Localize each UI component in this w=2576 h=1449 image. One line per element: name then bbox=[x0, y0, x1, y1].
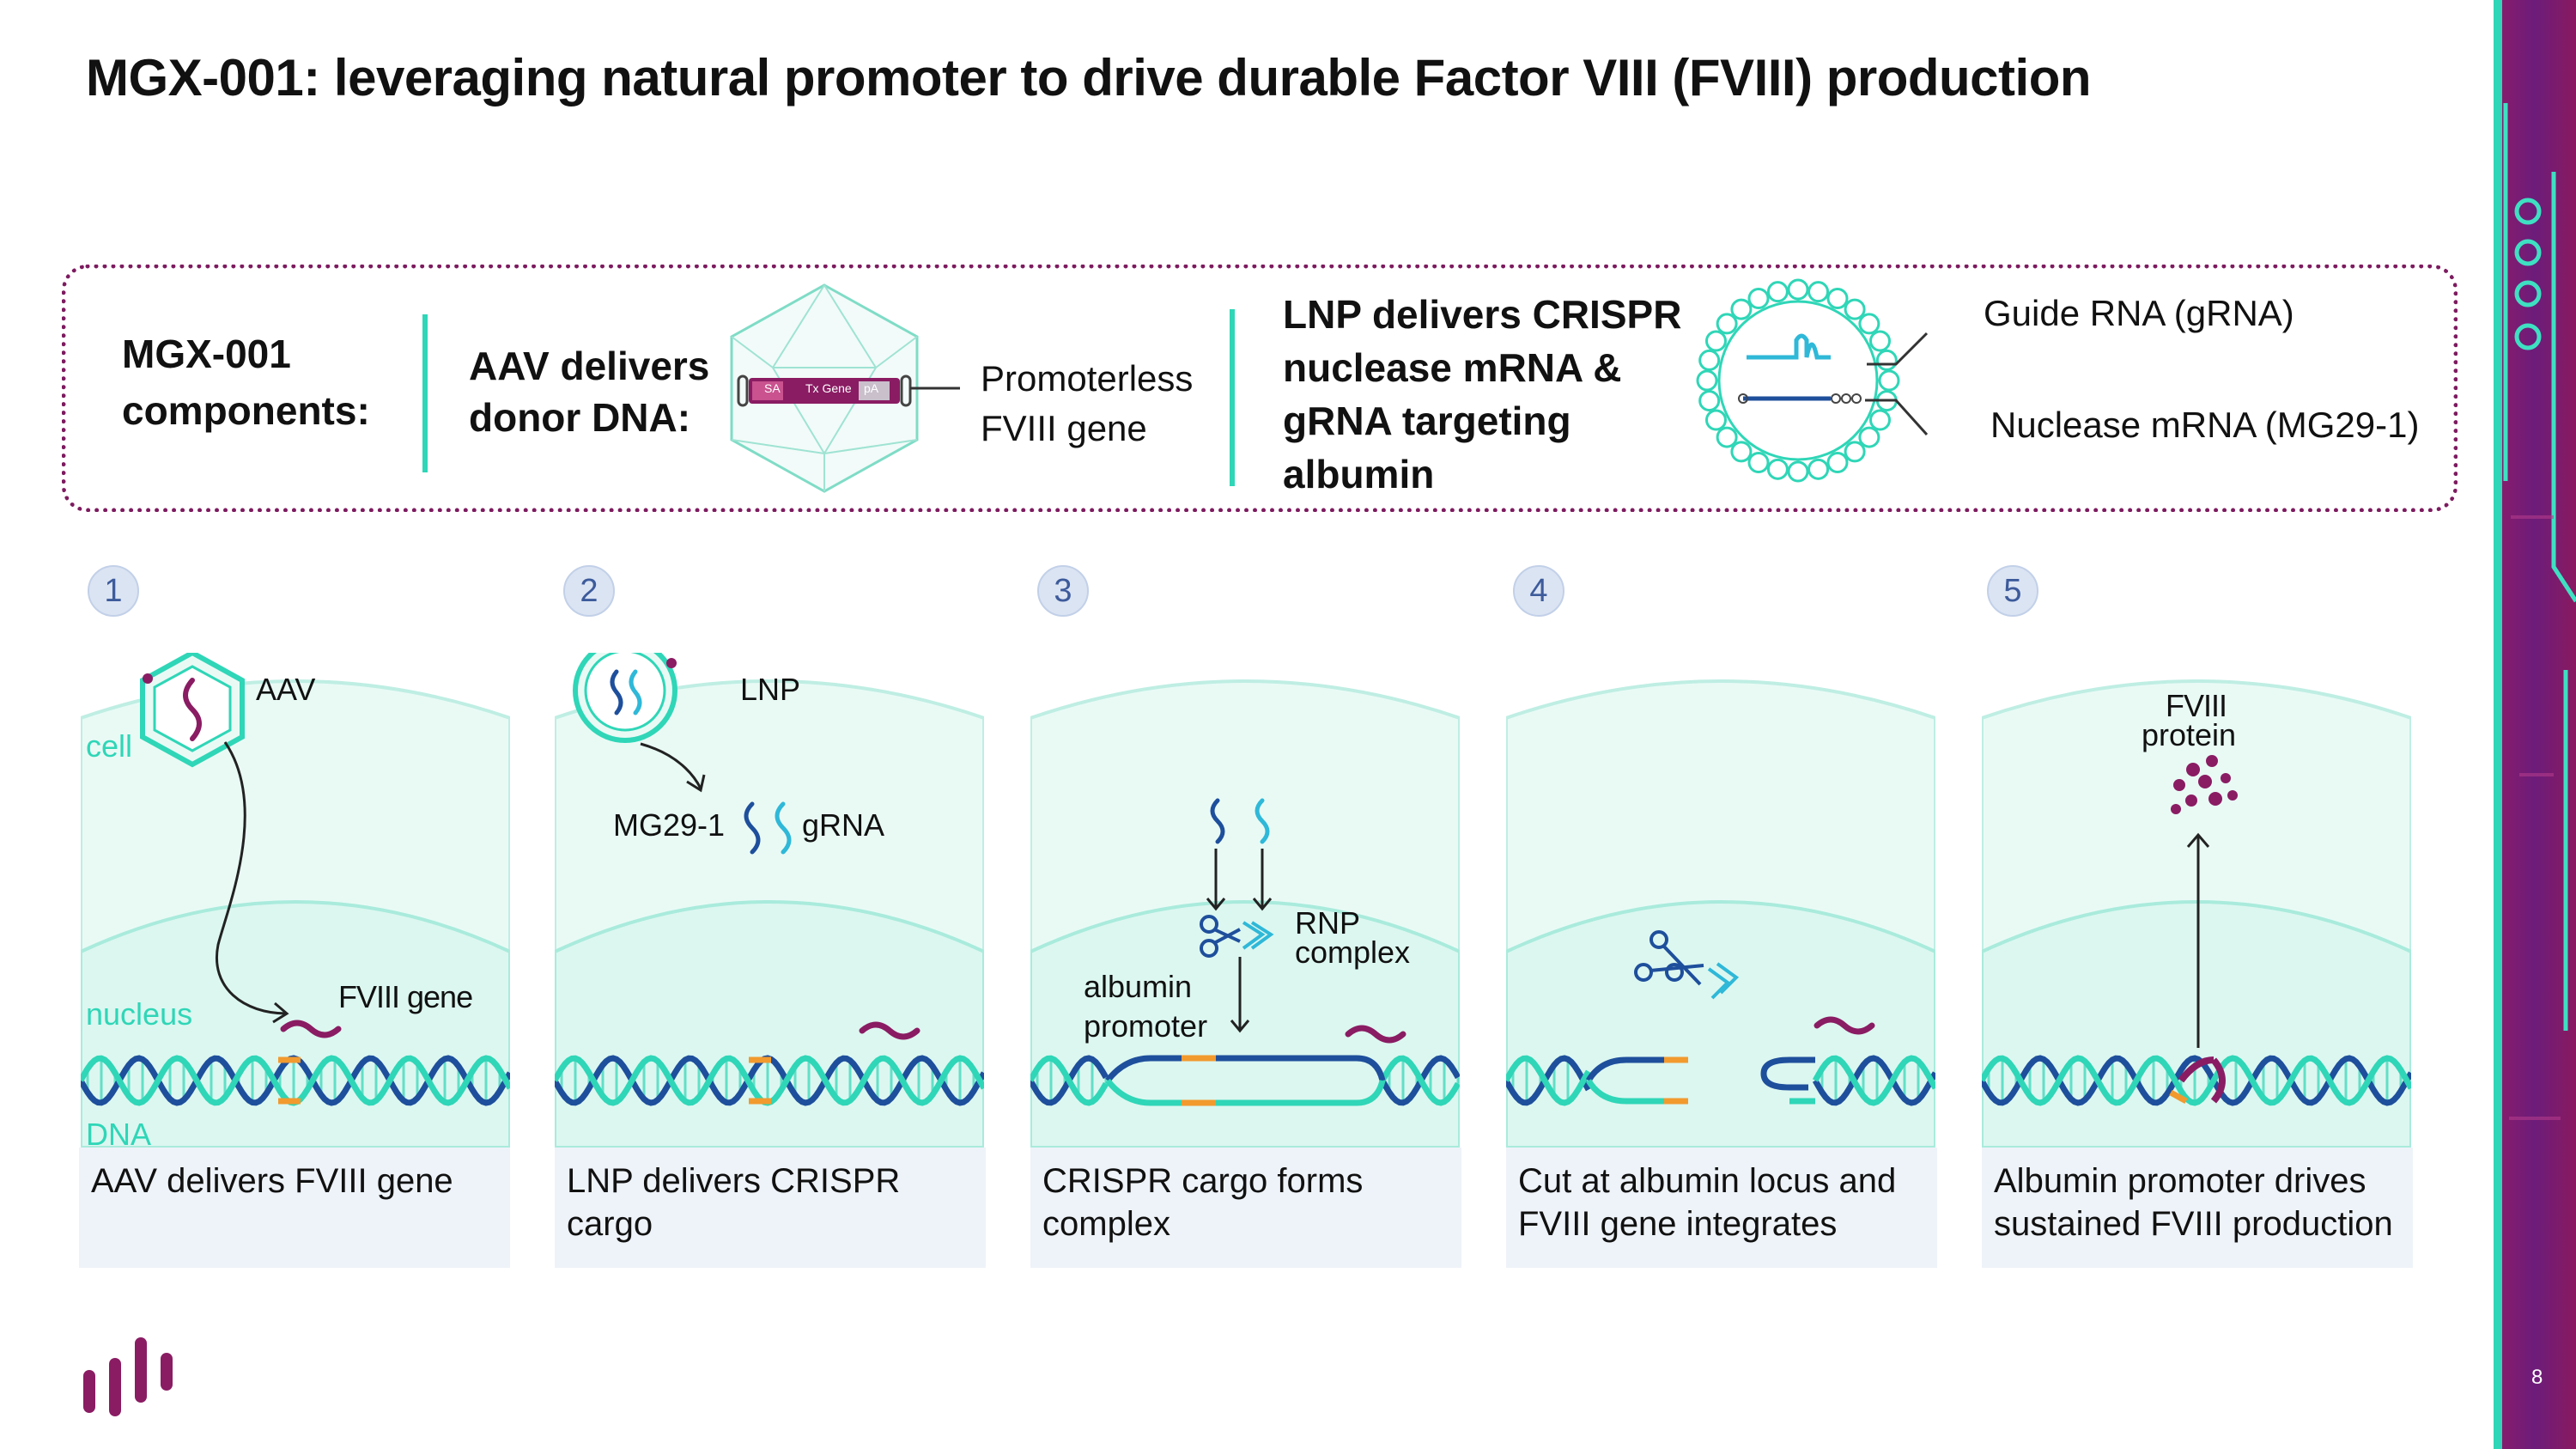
albumin-label-1: albumin bbox=[1084, 969, 1193, 1004]
nuclease-mrna-label: Nuclease mRNA (MG29-1) bbox=[1990, 405, 2420, 445]
caption-3-line-1: CRISPR cargo forms bbox=[1042, 1162, 1364, 1200]
scissors-icon-3 bbox=[1200, 915, 1274, 958]
step-panel-5: FVIII protein bbox=[1982, 653, 2411, 1148]
scissors-icon-4 bbox=[1634, 930, 1740, 1000]
step-panel-4 bbox=[1506, 653, 1935, 1148]
aav-label: AAV bbox=[256, 672, 316, 707]
step-number-2: 2 bbox=[563, 565, 615, 617]
caption-1-line-1: AAV delivers FVIII gene bbox=[91, 1162, 453, 1200]
caption-4-line-1: Cut at albumin locus and bbox=[1518, 1162, 1897, 1200]
cassette-pa-label: pA bbox=[864, 381, 879, 395]
lnp-heading-1: LNP delivers CRISPR bbox=[1283, 292, 1682, 337]
albumin-label-2: promoter bbox=[1084, 1008, 1208, 1044]
caption-5-line-1: Albumin promoter drives bbox=[1994, 1162, 2366, 1200]
step-caption-2: LNP delivers CRISPR cargo bbox=[555, 1148, 986, 1268]
cassette-sa-label: SA bbox=[764, 381, 781, 395]
divider-1 bbox=[422, 314, 428, 472]
company-logo-icon bbox=[83, 1337, 173, 1416]
lnp-heading-2: nuclease mRNA & bbox=[1283, 345, 1622, 390]
lnp-label: LNP bbox=[740, 672, 801, 707]
components-box bbox=[62, 265, 2458, 512]
lnp-particle-icon bbox=[1696, 278, 1929, 483]
step-caption-3: CRISPR cargo forms complex bbox=[1030, 1148, 1461, 1268]
gene-pointer-line bbox=[910, 387, 960, 390]
gene-label-2: FVIII gene bbox=[981, 408, 1147, 448]
cassette-tx-label: Tx Gene bbox=[805, 381, 852, 395]
fviii-protein-label-1: FVIII bbox=[2166, 688, 2227, 723]
slide-title: MGX-001: leveraging natural promoter to … bbox=[86, 49, 2092, 107]
lnp-heading-4: albumin bbox=[1283, 452, 1435, 496]
gene-label-1: Promoterless bbox=[981, 358, 1194, 399]
caption-2-line-2: cargo bbox=[567, 1205, 653, 1243]
dna-label: DNA bbox=[86, 1117, 152, 1148]
fviii-gene-label: FVIII gene bbox=[338, 979, 473, 1014]
fviii-protein-dots bbox=[2171, 755, 2238, 1048]
aav-capsid-icon bbox=[730, 283, 919, 493]
aav-heading-1: AAV delivers bbox=[469, 344, 710, 388]
rnp-label-1: RNP bbox=[1295, 905, 1361, 941]
step-number-1: 1 bbox=[88, 565, 139, 617]
aav-heading-2: donor DNA: bbox=[469, 395, 691, 440]
step-caption-1: AAV delivers FVIII gene bbox=[79, 1148, 510, 1268]
caption-3-line-2: complex bbox=[1042, 1205, 1170, 1243]
page-number: 8 bbox=[2531, 1366, 2543, 1389]
divider-2 bbox=[1230, 309, 1235, 486]
step-number-5: 5 bbox=[1987, 565, 2038, 617]
step-caption-5: Albumin promoter drives sustained FVIII … bbox=[1982, 1148, 2413, 1268]
components-heading-2: components: bbox=[122, 388, 370, 433]
cell-diagram-2 bbox=[555, 679, 984, 1148]
grna-label: gRNA bbox=[802, 807, 885, 843]
rnp-label-2: complex bbox=[1295, 935, 1411, 970]
caption-2-line-1: LNP delivers CRISPR bbox=[567, 1162, 901, 1200]
step-panel-2: LNP MG29-1 gRNA bbox=[555, 653, 984, 1148]
caption-4-line-2: FVIII gene integrates bbox=[1518, 1205, 1838, 1243]
step-number-4: 4 bbox=[1513, 565, 1564, 617]
cell-diagram-4 bbox=[1506, 679, 1935, 1148]
components-heading-1: MGX-001 bbox=[122, 332, 291, 376]
nucleus-label: nucleus bbox=[86, 996, 193, 1032]
step-caption-4: Cut at albumin locus and FVIII gene inte… bbox=[1506, 1148, 1937, 1268]
fviii-protein-label-2: protein bbox=[2142, 717, 2237, 752]
cell-diagram-5 bbox=[1982, 679, 2411, 1148]
cell-label: cell bbox=[86, 728, 133, 764]
guide-rna-label: Guide RNA (gRNA) bbox=[1984, 293, 2294, 333]
caption-5-line-2: sustained FVIII production bbox=[1994, 1205, 2393, 1243]
step-panel-3: RNP complex albumin promoter bbox=[1030, 653, 1460, 1148]
mg29-1-label: MG29-1 bbox=[613, 807, 726, 843]
lnp-heading-3: gRNA targeting bbox=[1283, 399, 1571, 443]
step-number-3: 3 bbox=[1037, 565, 1089, 617]
step-panel-1: AAV cell nucleus DNA FVIII gene bbox=[81, 653, 510, 1148]
decorative-circuit-band bbox=[2494, 0, 2576, 1449]
